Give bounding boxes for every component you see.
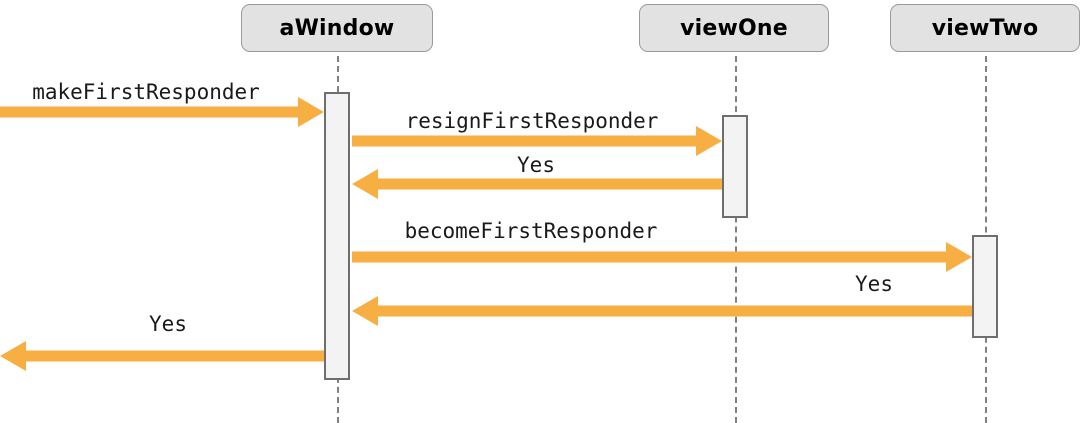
arrow-shape	[0, 341, 324, 371]
lifeline-viewOne	[735, 56, 737, 423]
message-arrow-6	[0, 341, 324, 371]
participant-header-viewOne[interactable]: viewOne	[639, 4, 829, 52]
activation-bar-viewTwo	[972, 235, 998, 338]
message-label-4: becomeFirstResponder	[404, 219, 658, 243]
participant-label: aWindow	[279, 15, 395, 41]
activation-bar-aWindow	[324, 92, 350, 380]
arrow-shape	[0, 97, 324, 127]
participant-label: viewTwo	[931, 15, 1039, 41]
message-arrow-1	[0, 97, 324, 127]
message-arrow-3	[352, 169, 722, 199]
message-label-1: makeFirstResponder	[32, 80, 260, 104]
message-arrow-5	[352, 296, 972, 326]
message-label-3: Yes	[517, 153, 555, 177]
message-label-6: Yes	[149, 312, 187, 336]
participant-header-aWindow[interactable]: aWindow	[241, 4, 433, 52]
arrow-shape	[352, 242, 972, 272]
arrow-shape	[352, 126, 722, 156]
arrow-shape	[352, 169, 722, 199]
message-arrow-4	[352, 242, 972, 272]
participant-header-viewTwo[interactable]: viewTwo	[890, 4, 1080, 52]
participant-label: viewOne	[680, 15, 788, 41]
activation-bar-viewOne	[722, 115, 748, 218]
message-label-5: Yes	[855, 272, 893, 296]
message-label-2: resignFirstResponder	[405, 109, 659, 133]
message-arrow-2	[352, 126, 722, 156]
arrow-shape	[352, 296, 972, 326]
